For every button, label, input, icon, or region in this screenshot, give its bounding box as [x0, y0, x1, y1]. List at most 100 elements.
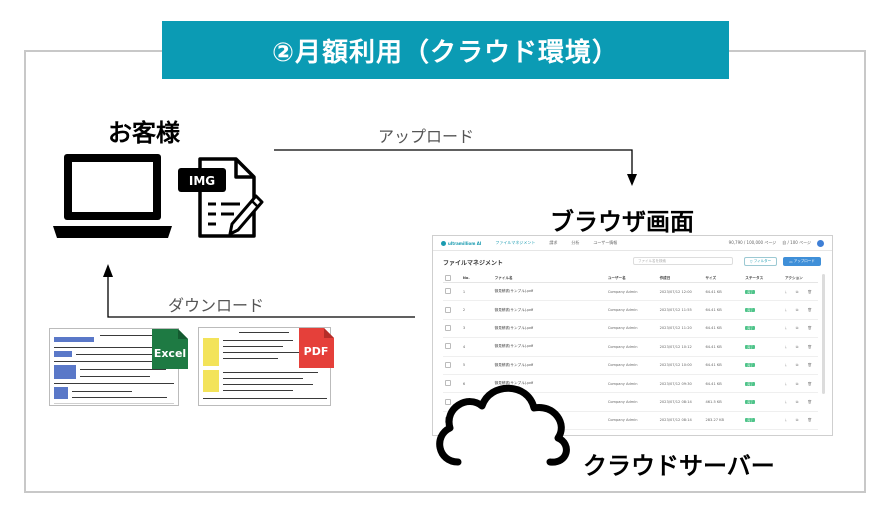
pdf-icon: PDF — [299, 328, 334, 368]
row-checkbox[interactable] — [445, 306, 451, 313]
row-actions[interactable]: ⤓ ⧉ 🗑 — [782, 282, 818, 302]
browser-label: ブラウザ画面 — [550, 208, 694, 236]
row-file-name[interactable]: 御見積書(サンプル).pdf — [492, 300, 606, 320]
upload-button[interactable]: ▭ アップロード — [783, 257, 821, 266]
status-badge: 完了 — [745, 344, 756, 349]
row-created-date: 2023/07/12 12:00 — [657, 282, 704, 302]
column-actions: アクション — [782, 274, 818, 283]
row-no: 4 — [460, 337, 493, 357]
row-file-name[interactable]: 御見積書(サンプル).pdf — [492, 337, 606, 357]
row-select[interactable] — [443, 356, 461, 375]
status-badge: 完了 — [745, 400, 756, 405]
column-size: サイズ — [703, 274, 744, 283]
row-checkbox[interactable] — [445, 324, 451, 331]
download-label: ダウンロード — [168, 296, 265, 315]
row-file-name[interactable]: 御見積書(サンプル).pdf — [492, 319, 606, 339]
laptop-icon — [53, 154, 172, 238]
nav-item-billing[interactable]: 請求 — [549, 240, 558, 245]
customer-label: お客様 — [108, 119, 180, 147]
row-file-name[interactable]: 御見積書(サンプル).pdf — [492, 282, 606, 302]
row-status: 完了 — [743, 374, 783, 394]
row-user-name: Company Admin — [605, 374, 658, 394]
nav-item-files[interactable]: ファイルマネジメント — [495, 240, 536, 245]
row-actions[interactable]: ⤓ ⧉ 🗑 — [782, 319, 818, 339]
column-file-name: ファイル名 — [492, 274, 606, 283]
row-select[interactable] — [443, 300, 461, 320]
excel-icon-text: Excel — [154, 347, 186, 360]
select-all-checkbox[interactable] — [445, 274, 451, 281]
row-select[interactable] — [443, 374, 461, 394]
row-actions[interactable]: ⤓ ⧉ 🗑 — [782, 300, 818, 320]
row-status: 完了 — [743, 319, 783, 339]
row-no: 2 — [460, 300, 493, 320]
cloud-server-label: クラウドサーバー — [583, 452, 775, 480]
row-size: 64.41 KB — [703, 282, 744, 302]
row-created-date: 2023/07/12 10:12 — [657, 337, 704, 357]
row-user-name: Company Admin — [605, 356, 658, 375]
row-actions[interactable]: ⤓ ⧉ 🗑 — [782, 356, 818, 375]
row-created-date: 2023/07/12 08:14 — [657, 411, 704, 431]
row-created-date: 2023/07/12 08:14 — [657, 392, 704, 412]
upload-label: アップロード — [378, 127, 475, 146]
excel-icon: Excel — [152, 329, 188, 369]
row-checkbox[interactable] — [445, 288, 451, 295]
pdf-icon-text: PDF — [304, 345, 329, 358]
filter-icon: ▽ — [749, 259, 754, 264]
row-select[interactable] — [443, 319, 461, 339]
row-file-name[interactable]: 御見積書(サンプル).pdf — [492, 356, 606, 375]
nav-item-user-info[interactable]: ユーザー情報 — [593, 240, 618, 245]
row-select[interactable] — [443, 282, 461, 302]
row-size: 64.41 KB — [703, 319, 744, 339]
status-badge: 完了 — [745, 418, 756, 423]
row-size: 64.41 KB — [703, 356, 744, 375]
row-size: 64.41 KB — [703, 337, 744, 357]
page-header: ファイルマネジメント ファイル名を検索 ▽ フィルター ▭ アップロード — [433, 251, 832, 273]
app-logo: ultramilliom AI — [441, 240, 481, 246]
app-top-bar: ultramilliom AI ファイルマネジメント 請求 分析 ユーザー情報 … — [433, 236, 832, 251]
row-user-name: Company Admin — [605, 319, 658, 339]
row-checkbox[interactable] — [445, 380, 451, 387]
row-created-date: 2023/07/12 10:00 — [657, 356, 704, 375]
row-select[interactable] — [443, 337, 461, 357]
row-checkbox[interactable] — [445, 398, 451, 405]
page-title: ファイルマネジメント — [443, 259, 504, 267]
row-checkbox[interactable] — [445, 361, 451, 368]
row-size: 283.27 KB — [703, 411, 744, 431]
diagram-title: ②月額利用（クラウド環境） — [162, 21, 729, 79]
row-actions[interactable]: ⤓ ⧉ 🗑 — [782, 411, 818, 431]
avatar[interactable] — [817, 239, 824, 247]
row-actions[interactable]: ⤓ ⧉ 🗑 — [782, 392, 818, 412]
page-usage-text: 自 / 100 ページ — [782, 240, 811, 245]
search-input[interactable]: ファイル名を検索 — [633, 257, 733, 265]
row-created-date: 2023/07/12 11:20 — [657, 319, 704, 339]
row-actions[interactable]: ⤓ ⧉ 🗑 — [782, 374, 818, 394]
column-user-name: ユーザー名 — [605, 274, 658, 283]
filter-button[interactable]: ▽ フィルター — [744, 257, 777, 266]
column-no: No. — [460, 274, 493, 283]
status-badge: 完了 — [745, 363, 756, 368]
column-select[interactable] — [443, 274, 461, 283]
row-checkbox[interactable] — [445, 343, 451, 350]
logo-mark-icon — [441, 240, 446, 246]
row-status: 完了 — [743, 392, 783, 412]
column-status: ステータス — [743, 274, 783, 283]
table-scrollbar[interactable] — [822, 274, 825, 394]
row-no: 5 — [460, 356, 493, 375]
table-header-row: No. ファイル名 ユーザー名 作成日 サイズ ステータス アクション — [443, 274, 818, 283]
status-badge: 完了 — [745, 381, 756, 386]
row-no: 1 — [460, 282, 493, 302]
image-document-icon: IMG — [178, 157, 264, 238]
row-size: 64.41 KB — [703, 300, 744, 320]
row-actions[interactable]: ⤓ ⧉ 🗑 — [782, 337, 818, 357]
row-status: 完了 — [743, 282, 783, 302]
nav-item-analytics[interactable]: 分析 — [571, 240, 580, 245]
